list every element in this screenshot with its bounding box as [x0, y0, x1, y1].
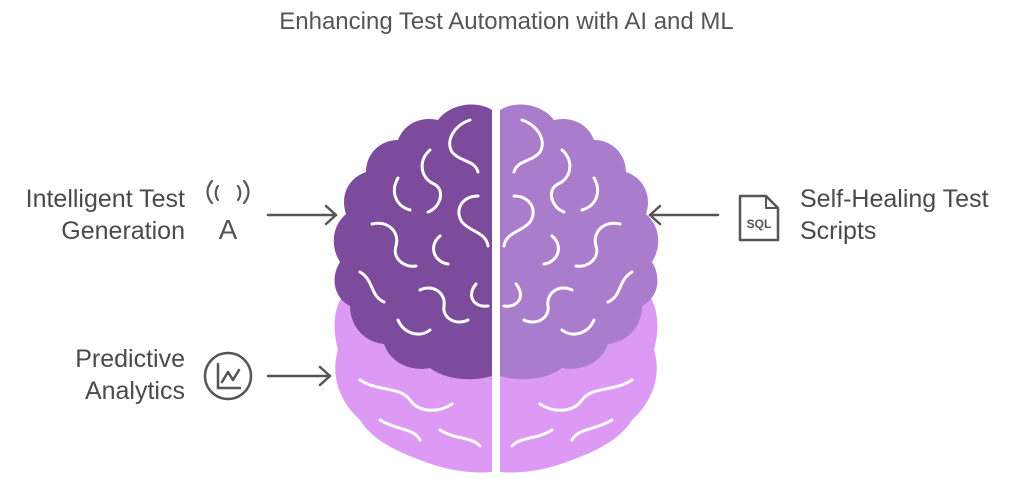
sql-file-icon: SQL — [738, 194, 780, 242]
label-line: Scripts — [800, 217, 877, 245]
diagram-title: Enhancing Test Automation with AI and ML — [279, 8, 734, 35]
label-line: Predictive — [75, 345, 185, 373]
sql-label: SQL — [747, 217, 772, 231]
label-predictive-analytics: Predictive Analytics — [75, 343, 185, 407]
arrow-self-healing-test-scripts — [648, 204, 720, 226]
label-line: Self-Healing Test — [800, 185, 989, 213]
label-line: Generation — [61, 217, 185, 245]
brain-right-hemisphere — [500, 104, 659, 380]
label-self-healing-test-scripts: Self-Healing Test Scripts — [800, 183, 989, 247]
brain-icon — [333, 104, 659, 473]
label-line: Analytics — [84, 377, 185, 405]
label-line: Intelligent Test — [25, 185, 185, 213]
arrow-predictive-analytics — [266, 365, 332, 387]
arrow-intelligent-test-generation — [266, 204, 338, 226]
text-generation-icon: A — [206, 179, 250, 245]
brain-left-hemisphere — [333, 104, 492, 380]
icon-letter: A — [219, 214, 238, 245]
label-intelligent-test-generation: Intelligent Test Generation — [26, 183, 185, 247]
analytics-chart-icon — [203, 351, 253, 401]
brain-gyri — [358, 118, 634, 448]
